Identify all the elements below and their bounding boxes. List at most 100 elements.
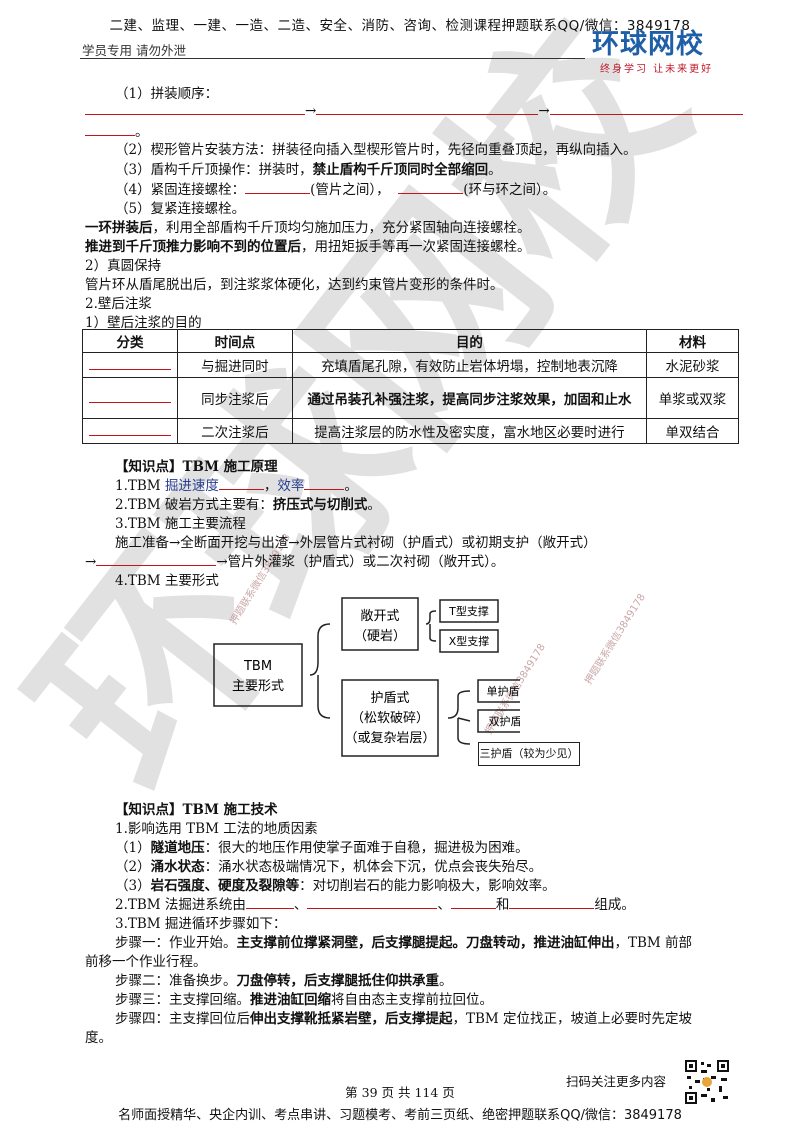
single-shield-box [477, 679, 520, 703]
assembly-order-end: 。 [85, 120, 149, 140]
text: 将自由态主支撑前拉回位。 [331, 992, 493, 1008]
grouting-table: 分类 时间点 目的 材料 与掘进同时 充填盾尾孔隙，有效防止岩体坍塌，控制地表沉… [82, 329, 739, 444]
blank [88, 357, 171, 370]
t-support-label: T型支撑 [448, 604, 489, 618]
time-cell: 与掘进同时 [176, 352, 293, 378]
open-label-2: （硬岩） [354, 629, 406, 644]
tech-t4: （3）岩石强度、硬度及裂隙等：对切削岩石的能力影响极大，影响效率。 [115, 874, 556, 894]
text: 和 [495, 897, 510, 913]
roundness: 2）真圆保持 [85, 258, 162, 274]
bolt-retighten: （5）复紧连接螺栓。 [115, 201, 246, 217]
bold-text: 刀盘停转，后支撑腿抵住仰拱承重 [236, 973, 440, 989]
bold-text: 伸出支撑靴抵紧岩壁，后支撑提起 [250, 1011, 453, 1027]
logo-main: 环球网校 [592, 29, 704, 60]
assembly-order-blanks: →→ [85, 102, 743, 119]
page-number: 第 39 页 共 114 页 [345, 1085, 455, 1100]
blank-cell [82, 352, 178, 378]
text: 2.TBM 破岩方式主要有： [115, 497, 273, 513]
triple-shield-box: 三护盾（较为少见） [478, 742, 580, 766]
blank [450, 896, 496, 909]
single-shield-label: 单护盾 [487, 684, 520, 698]
scan-hint: 扫码关注更多内容 [566, 1074, 667, 1089]
text: 组成。 [594, 897, 635, 913]
bold-text: 一环拼装后 [85, 220, 153, 236]
shield-label-3: （或复杂岩层） [344, 731, 435, 746]
x-support-box [439, 629, 499, 653]
bold-text: 推进到千斤顶推力影响不到的位置后 [85, 239, 301, 255]
blank-cell [82, 418, 178, 444]
bold-text: 涌水状态 [150, 859, 205, 875]
text: (管片之间）， [310, 182, 390, 198]
text: 。 [439, 973, 453, 989]
table-row: 二次注浆后 提高注浆层的防水性及密实度，富水地区必要时进行 单双结合 [82, 418, 739, 444]
root-label-2: 主要形式 [232, 679, 284, 694]
blank [218, 477, 264, 490]
material-cell: 单浆或双浆 [646, 377, 739, 419]
blank [96, 553, 217, 566]
blank [316, 102, 539, 115]
footer-promo: 名师面授精华、央企内训、考点串讲、习题模考、考前三页纸、绝密押题联系QQ/微信：… [118, 1108, 682, 1123]
open-brace [425, 610, 437, 642]
material-cell: 水泥砂浆 [646, 352, 739, 378]
period: 。 [135, 124, 149, 140]
purpose-cell: 充填盾尾孔隙，有效防止岩体坍塌，控制地表沉降 [291, 352, 648, 378]
blank [85, 102, 305, 115]
double-shield-box [477, 709, 520, 733]
table-header: 分类 时间点 目的 材料 [82, 329, 739, 353]
shield-label-1: 护盾式 [370, 691, 409, 706]
text: ：很大的地压作用使掌子面难于自稳，掘进极为困难。 [204, 840, 529, 856]
brand-logo: 环球网校 终身学习 让未来更好 [592, 30, 732, 82]
after-ring: 一环拼装后，利用全部盾构千斤顶均匀施加压力，充分紧固轴向连接螺栓。 [85, 216, 531, 236]
text: 步骤一：作业开始。 [115, 935, 237, 951]
blank [88, 423, 171, 436]
text: 1.TBM [115, 478, 165, 494]
t-support-box [439, 599, 499, 623]
assembly-order: （1）拼装顺序： [115, 86, 219, 102]
tbm-p6: 4.TBM 主要形式 [115, 573, 219, 589]
text: →管片外灌浆（护盾式）或二次衬砌（敞开式）。 [216, 554, 505, 570]
text: ，利用全部盾构千斤顶均匀施加压力，充分紧固轴向连接螺栓。 [152, 220, 531, 236]
text: 、 [437, 897, 451, 913]
tbm-p4: 施工准备→全断面开挖与出渣→外层管片式衬砌（护盾式）或初期支护（敞开式） [115, 535, 597, 551]
text: (环与环之间）。 [463, 182, 557, 198]
time-cell: 二次注浆后 [176, 418, 293, 444]
heading-tbm-tech: 【知识点】TBM 施工技术 [115, 802, 278, 818]
blank [88, 390, 171, 403]
tech-t3: （2）涌水状态：涌水状态极端情况下，机体会下沉，优点会丧失殆尽。 [115, 855, 542, 875]
header-divider [80, 58, 585, 59]
col-header: 时间点 [176, 329, 293, 353]
text: 。 [488, 162, 502, 178]
tbm-p2: 2.TBM 破岩方式主要有：挤压式与切削式。 [115, 493, 381, 513]
bold-text: 挤压式与切削式 [272, 497, 368, 513]
text: （2） [115, 859, 151, 875]
root-brace [309, 623, 331, 719]
arrow: → [305, 103, 317, 119]
tech-t2: （1）隧道地压：很大的地压作用使掌子面难于自稳，掘进极为困难。 [115, 836, 529, 856]
blank [245, 896, 294, 909]
text: ：涌水状态极端情况下，机体会下沉，优点会丧失殆尽。 [204, 859, 543, 875]
text: ：对切削岩石的能力影响极大，影响效率。 [299, 878, 556, 894]
open-box [341, 597, 419, 651]
arrow: → [85, 554, 97, 570]
wedge-method: （2）楔形管片安装方法：拼装径向插入型楔形管片时，先径向重叠顶起，再纵向插入。 [115, 142, 637, 158]
step-3: 步骤三：主支撑回缩。推进油缸回缩将自由态主支撑前拉回位。 [115, 988, 493, 1008]
header-left-text: 学员专用 请勿外泄 [82, 43, 186, 58]
keyword: 掘进速度 [164, 478, 219, 494]
watermark-small-3: 押题联系微信3849178 [582, 591, 648, 687]
heading-tbm-principle: 【知识点】TBM 施工原理 [115, 459, 278, 475]
shield-label-2: （松软破碎） [351, 711, 429, 726]
step-2: 步骤二：准备换步。刀盘停转，后支撑腿抵住仰拱承重。 [115, 969, 453, 989]
after-push: 推进到千斤顶推力影响不到的位置后，用扭矩扳手等再一次紧固连接螺栓。 [85, 235, 531, 255]
text: 、 [293, 897, 308, 913]
root-label-1: TBM [243, 659, 272, 674]
x-support-label: X型支撑 [449, 634, 490, 648]
step-1-cont: 前移一个作业行程。 [85, 954, 207, 970]
qr-code-icon[interactable] [683, 1058, 731, 1106]
double-shield-label: 双护盾 [489, 714, 521, 728]
time-cell: 同步注浆后 [176, 377, 293, 419]
step-1: 步骤一：作业开始。主支撑前位撑紧洞壁，后支撑腿提起。刀盘转动，推进油缸伸出，TB… [115, 931, 692, 951]
text: （3） [115, 878, 151, 894]
bold-text: 主支撑前位撑紧洞壁，后支撑腿提起。刀盘转动，推进油缸伸出 [236, 935, 615, 951]
text: ，TBM 前部 [614, 935, 693, 951]
material-cell: 单双结合 [646, 418, 739, 444]
